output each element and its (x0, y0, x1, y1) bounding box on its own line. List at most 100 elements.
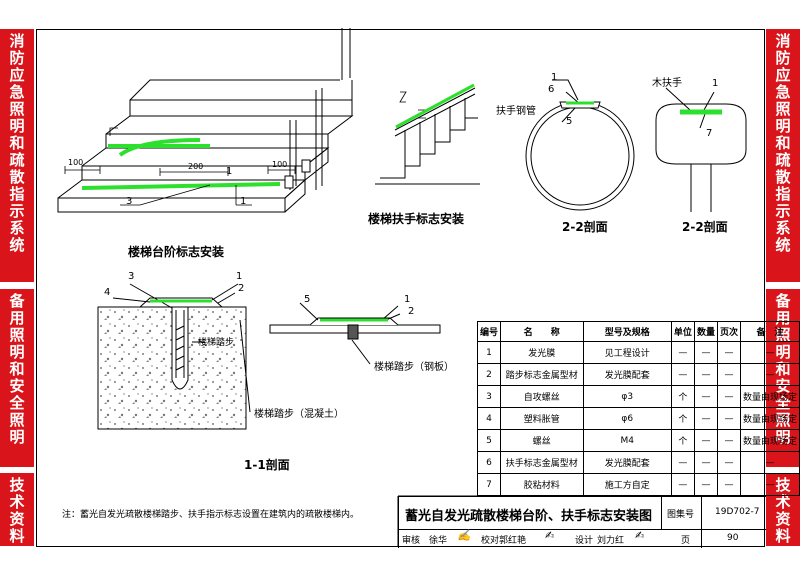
table-cell: φ6 (582, 407, 672, 430)
drawing-frame (36, 29, 765, 547)
table-cell: 发光膜配套 (582, 363, 672, 386)
table-cell: 4 (476, 407, 502, 430)
dim-100-left: 100 (68, 158, 84, 167)
dim-200: 200 (188, 162, 204, 171)
design-name: 刘力红 (597, 536, 625, 546)
table-cell: — (716, 341, 741, 364)
table-cell: 螺丝 (500, 429, 584, 452)
table-cell: — (693, 451, 718, 474)
table-header: 页次 (716, 321, 741, 342)
table-cell: 个 (670, 407, 695, 430)
table-cell: 数量由现场定 (739, 385, 800, 408)
page-number: 90 (727, 533, 739, 543)
table-cell: 发光膜配套 (582, 451, 672, 474)
table-cell: 6 (476, 451, 502, 474)
table-cell: — (693, 341, 718, 364)
table-cell: — (693, 363, 718, 386)
steel-callout-2: 2 (408, 306, 415, 317)
title-block: 蓄光自发光疏散楼梯台阶、扶手标志安装图 图集号 19D702-7 审核 徐华 ✍… (398, 496, 766, 548)
table-cell: 个 (670, 429, 695, 452)
review-name: 徐华 (429, 536, 448, 546)
table-cell: — (716, 385, 741, 408)
handrail-elevation (375, 87, 480, 185)
stair-perspective (57, 28, 354, 213)
table-cell: 施工方自定 (582, 473, 672, 496)
table-cell: — (670, 363, 695, 386)
table-cell: — (670, 451, 695, 474)
table-cell: 个 (670, 385, 695, 408)
steel-callout-1: 1 (404, 294, 411, 305)
table-header: 单位 (670, 321, 695, 342)
table-cell: 扶手标志金属型材 (500, 451, 584, 474)
steel-callout-5: 5 (304, 294, 311, 305)
table-cell: — (693, 473, 718, 496)
section22-left-title: 2-2剖面 (562, 220, 608, 234)
table-cell: — (670, 341, 695, 364)
conc-callout-2: 2 (238, 283, 245, 294)
sidebar-left-section1: 消防应急照明和疏散指示系统 (0, 29, 34, 282)
section11-title: 1-1剖面 (244, 458, 290, 472)
table-cell: 胶粘材料 (500, 473, 584, 496)
table-header-row: 编号 名 称 型号及规格 单位 数量 页次 备 注 (476, 321, 800, 342)
check-label: 校对 (481, 536, 500, 546)
section22-right-title: 2-2剖面 (682, 220, 728, 234)
table-cell: 自攻螺丝 (500, 385, 584, 408)
table-cell: — (739, 341, 800, 364)
concrete-section (97, 283, 251, 430)
round-pipe-section (525, 79, 635, 211)
design-label: 设计 (575, 536, 594, 546)
wood-handrail-section (655, 87, 747, 212)
steel-step-label: 楼梯踏步（钢板） (374, 362, 454, 373)
sidebar-right-section1: 消防应急照明和疏散指示系统 (766, 29, 800, 282)
check-name: 郭红艳 (499, 536, 527, 546)
wood-callout-7: 7 (706, 128, 713, 139)
table-header: 名 称 (500, 321, 584, 342)
table-cell: 2 (476, 363, 502, 386)
steel-pipe-label: 扶手钢管 (496, 106, 536, 117)
table-cell: — (739, 473, 800, 496)
table-cell: φ3 (582, 385, 672, 408)
table-cell: M4 (582, 429, 672, 452)
wood-callout-1: 1 (712, 78, 719, 89)
stair-callout-1b: 1 (240, 196, 247, 207)
table-cell: — (716, 451, 741, 474)
atlas-label: 图集号 (667, 510, 695, 520)
table-cell: — (716, 429, 741, 452)
table-cell: 见工程设计 (582, 341, 672, 364)
table-header: 备 注 (739, 321, 800, 342)
conc-callout-3: 3 (128, 271, 135, 282)
table-header: 编号 (476, 321, 502, 342)
atlas-number: 19D702-7 (715, 507, 760, 517)
table-cell: 踏步标志金属型材 (500, 363, 584, 386)
table-cell: 数量由现场定 (739, 429, 800, 452)
sidebar-left-section3: 技术资料 (0, 473, 34, 546)
stair-glow-strips (81, 138, 281, 190)
table-header: 型号及规格 (582, 321, 672, 342)
handrail-title: 楼梯扶手标志安装 (368, 212, 465, 226)
table-cell: — (716, 407, 741, 430)
conc-callout-4: 4 (104, 287, 111, 298)
table-cell: — (670, 473, 695, 496)
stair-callout-1: 1 (226, 166, 233, 177)
wood-handrail-label: 木扶手 (652, 78, 682, 89)
pipe-callout-1: 1 (551, 72, 558, 83)
table-cell: — (716, 363, 741, 386)
table-cell: — (739, 363, 800, 386)
pipe-callout-5: 5 (566, 116, 573, 127)
step-label: 楼梯踏步 (198, 338, 235, 348)
table-cell: — (739, 451, 800, 474)
dim-100-right: 100 (272, 160, 288, 169)
table-header: 数量 (693, 321, 718, 342)
steel-section (269, 302, 441, 365)
check-signature: ✍ (545, 529, 555, 542)
table-cell: 塑料胀管 (500, 407, 584, 430)
drawing-title: 蓄光自发光疏散楼梯台阶、扶手标志安装图 (405, 509, 653, 524)
concrete-step-label: 楼梯踏步（混凝土） (254, 409, 344, 420)
sidebar-left-section2: 备用照明和安全照明 (0, 289, 34, 467)
